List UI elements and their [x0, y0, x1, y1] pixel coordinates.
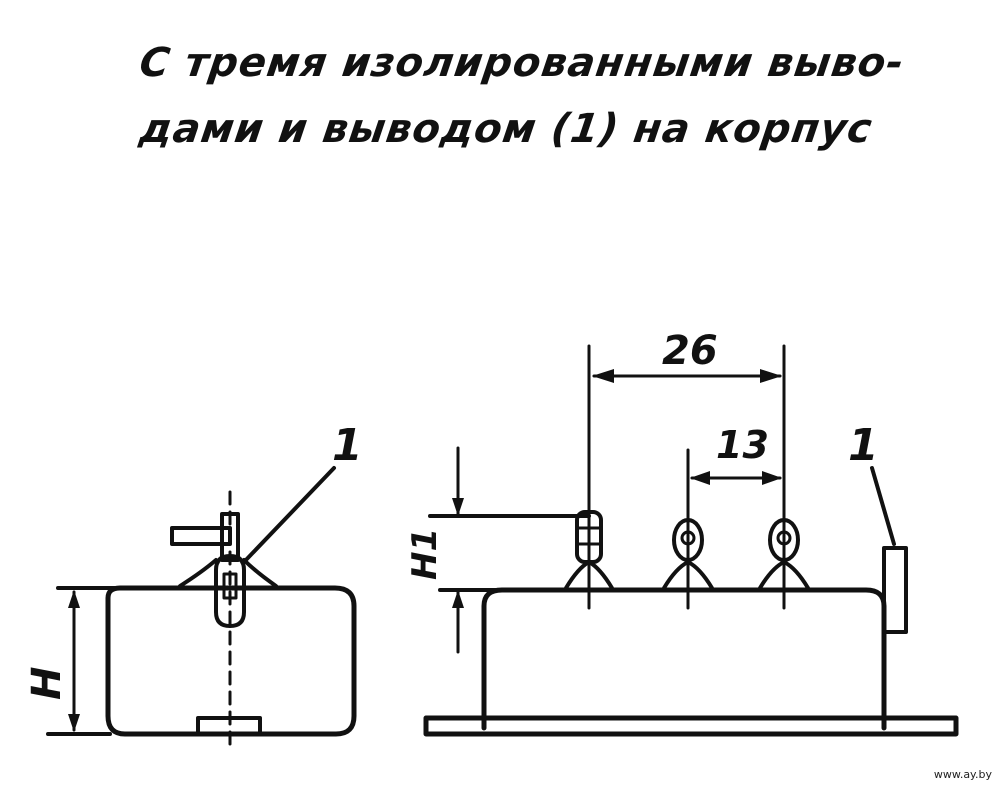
pitch-small-arrow-left [690, 471, 710, 485]
left-view: 1 H [24, 420, 363, 754]
terminal-3 [758, 344, 810, 610]
terminal-3-hole [776, 530, 792, 546]
right-lead-label: 1 [848, 420, 879, 471]
terminal-1 [564, 344, 614, 610]
terminal-2-base [662, 560, 714, 590]
terminal-2-hole [680, 530, 696, 546]
right-body-outline [481, 587, 887, 731]
left-terminal-flare-r [242, 558, 278, 588]
left-leader-line [242, 466, 336, 564]
height-label: H [24, 667, 70, 700]
watermark: www.ay.by [933, 768, 992, 781]
terminal-1-base [564, 560, 614, 590]
pitch-large-label: 26 [662, 328, 718, 374]
terminal-2 [662, 448, 714, 610]
right-view: 1 [405, 328, 959, 737]
lead-height-label: H1 [405, 528, 445, 580]
lead-height-arrow-bottom [452, 590, 464, 608]
pitch-large-arrow-right [760, 369, 782, 383]
left-terminal-flare-l [178, 558, 218, 588]
right-flange [423, 715, 959, 737]
pitch-small-label: 13 [716, 423, 769, 467]
left-lead-label: 1 [332, 420, 363, 471]
left-terminal-slot [222, 572, 238, 600]
terminal-3-base [758, 560, 810, 590]
right-leader-line [870, 466, 896, 546]
height-arrow-bottom [68, 714, 80, 732]
lead-height-arrow-top [452, 498, 464, 516]
pitch-large-arrow-left [592, 369, 614, 383]
ground-lead [882, 546, 908, 634]
height-arrow-top [68, 590, 80, 608]
left-stud [220, 512, 240, 562]
pitch-small-arrow-right [762, 471, 782, 485]
left-lug [170, 526, 232, 546]
